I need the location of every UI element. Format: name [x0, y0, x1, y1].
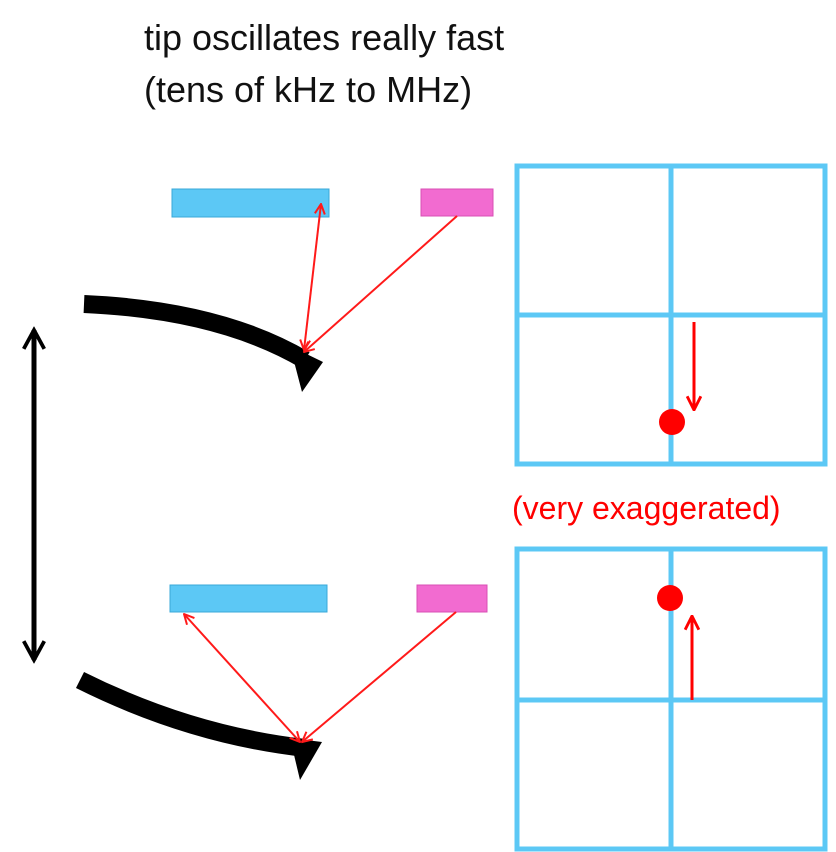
title-line-2: (tens of kHz to MHz): [144, 69, 473, 110]
detector-bar-bottom: [169, 584, 328, 613]
laser-beam-incident-top: [304, 215, 458, 352]
title: tip oscillates really fast (tens of kHz …: [144, 12, 504, 116]
cantilever-bottom: [75, 671, 307, 757]
laser-spot-bottom: [657, 585, 683, 611]
cantilever-top: [83, 295, 310, 368]
laser-source-top: [420, 188, 494, 217]
exaggeration-note: (very exaggerated): [512, 490, 781, 526]
detector-bar-top: [171, 188, 330, 218]
laser-source-bottom: [416, 584, 488, 613]
laser-beam-reflected-bottom: [184, 614, 300, 742]
cantilever-tip-bottom: [290, 738, 322, 780]
cantilever-tip-top: [290, 346, 323, 392]
title-line-1: tip oscillates really fast: [144, 17, 505, 58]
laser-beam-incident-bottom: [302, 611, 457, 742]
laser-spot-top: [659, 409, 685, 435]
laser-beam-reflected-top: [304, 204, 321, 350]
